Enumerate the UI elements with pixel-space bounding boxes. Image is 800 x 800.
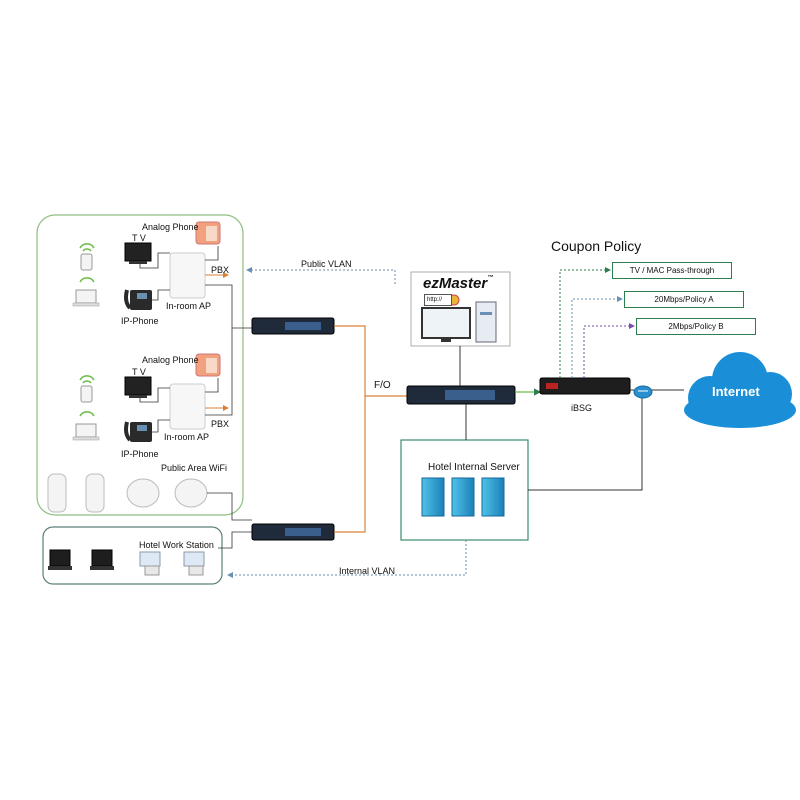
guest-room-group bbox=[36, 214, 244, 516]
inroom-ap-icon-top bbox=[169, 252, 206, 299]
workstation-pc-icon-2 bbox=[183, 551, 205, 576]
core-switch-icon bbox=[406, 385, 516, 405]
ip-phone-label-bottom: IP-Phone bbox=[121, 449, 159, 459]
server-rack-icon-3 bbox=[481, 477, 505, 517]
access-switch-icon-bottom bbox=[251, 523, 335, 541]
ezmaster-monitor-icon bbox=[421, 307, 471, 342]
public-vlan-arrow bbox=[246, 267, 396, 284]
tv-label-bottom: T V bbox=[132, 367, 146, 377]
server-rack-icon-1 bbox=[421, 477, 445, 517]
analog-phone-icon-bottom bbox=[195, 353, 221, 377]
policy-box-passthrough: TV / MAC Pass-through bbox=[612, 262, 732, 279]
inroom-ap-label-bottom: In-room AP bbox=[164, 432, 210, 442]
ibsg-device-icon bbox=[539, 377, 631, 395]
tv-label-top: T V bbox=[132, 233, 146, 243]
fo-link-bottom bbox=[334, 396, 366, 533]
policy-box-20mbps: 20Mbps/Policy A bbox=[624, 291, 744, 308]
public-vlan-label: Public VLAN bbox=[301, 259, 352, 269]
analog-phone-icon-top bbox=[195, 221, 221, 245]
ip-phone-icon-top bbox=[124, 289, 152, 310]
laptop-wifi-icon-top bbox=[72, 277, 100, 307]
ceiling-ap-icon-2 bbox=[174, 478, 208, 508]
tv-icon-bottom bbox=[124, 376, 152, 398]
inroom-ap-label-top: In-room AP bbox=[166, 301, 212, 311]
workstation-group bbox=[42, 526, 223, 585]
policy-box-2mbps: 2Mbps/Policy B bbox=[636, 318, 756, 335]
outdoor-ap-icon-1 bbox=[47, 473, 67, 513]
internet-label: Internet bbox=[712, 384, 760, 399]
mobile-wifi-icon-bottom bbox=[79, 375, 95, 403]
browser-url-bar: http:// bbox=[424, 294, 452, 306]
pbx-label-bottom: PBX bbox=[211, 419, 230, 429]
workstation-label: Hotel Work Station bbox=[139, 540, 214, 550]
analog-phone-label-bottom: Analog Phone bbox=[142, 355, 199, 365]
analog-phone-label-top: Analog Phone bbox=[142, 222, 199, 232]
inroom-ap-icon-bottom bbox=[169, 383, 206, 430]
ip-phone-icon-bottom bbox=[124, 421, 152, 442]
server-rack-icon-2 bbox=[451, 477, 475, 517]
laptop-wifi-icon-bottom bbox=[72, 411, 100, 441]
hotel-server-label: Hotel Internal Server bbox=[428, 462, 520, 473]
router-icon bbox=[633, 385, 653, 399]
internal-vlan-arrow bbox=[227, 540, 467, 578]
fo-link-top bbox=[334, 325, 407, 397]
ezmaster-server-icon bbox=[475, 301, 497, 343]
workstation-monitor-icon-1 bbox=[48, 549, 72, 570]
ibsg-label: iBSG bbox=[571, 403, 593, 413]
tv-icon-top bbox=[124, 242, 152, 264]
access-switch-icon-top bbox=[251, 317, 335, 335]
fo-label: F/O bbox=[374, 380, 391, 391]
workstation-monitor-icon-2 bbox=[90, 549, 114, 570]
pbx-label-top: PBX bbox=[211, 265, 230, 275]
ezmaster-title: ezMaster™ bbox=[423, 275, 494, 292]
mobile-wifi-icon-top bbox=[79, 243, 95, 271]
public-wifi-label: Public Area WiFi bbox=[161, 463, 228, 473]
outdoor-ap-icon-2 bbox=[85, 473, 105, 513]
internet-cloud-icon bbox=[684, 352, 796, 428]
workstation-pc-icon-1 bbox=[139, 551, 161, 576]
ceiling-ap-icon-1 bbox=[126, 478, 160, 508]
coupon-policy-title: Coupon Policy bbox=[551, 238, 642, 254]
internal-vlan-label: Internal VLAN bbox=[339, 566, 396, 576]
ip-phone-label-top: IP-Phone bbox=[121, 316, 159, 326]
